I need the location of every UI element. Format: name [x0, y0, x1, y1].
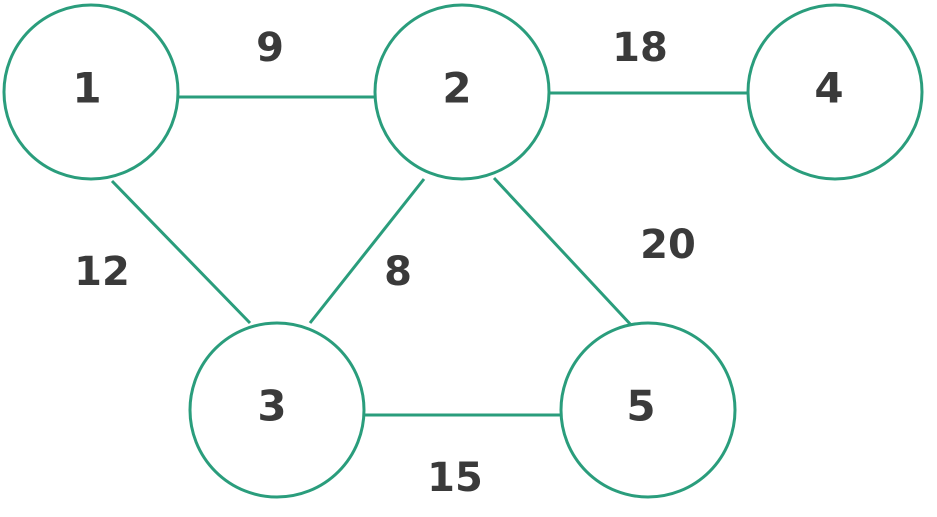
- node-4-label: 4: [814, 64, 843, 113]
- node-4-circle: [746, 3, 924, 181]
- node-1-label: 1: [72, 64, 101, 113]
- node-2-circle: [373, 3, 551, 181]
- nodes: 1 2 4 3 5: [2, 3, 924, 499]
- edge-2-3: [308, 178, 426, 324]
- node-5: 5: [559, 321, 737, 499]
- node-4: 4: [746, 3, 924, 181]
- edge-weights: 9 18 12 8 20 15: [74, 25, 696, 501]
- edge-weight-2-3: 8: [384, 249, 412, 295]
- node-2: 2: [373, 3, 551, 181]
- edges: [110, 91, 747, 417]
- edge-weight-3-5: 15: [427, 455, 483, 501]
- edge-weight-2-4: 18: [612, 25, 668, 71]
- node-1-circle: [2, 3, 180, 181]
- edge-weight-2-5: 20: [640, 222, 696, 268]
- node-3-label: 3: [257, 382, 286, 431]
- node-2-label: 2: [442, 64, 471, 113]
- node-5-circle: [559, 321, 737, 499]
- edge-weight-1-3: 12: [74, 249, 130, 295]
- node-5-label: 5: [626, 382, 655, 431]
- edge-1-3: [110, 179, 252, 325]
- edge-weight-1-2: 9: [256, 25, 284, 71]
- node-3: 3: [188, 321, 366, 499]
- edge-2-5: [492, 176, 634, 328]
- node-3-circle: [188, 321, 366, 499]
- node-1: 1: [2, 3, 180, 181]
